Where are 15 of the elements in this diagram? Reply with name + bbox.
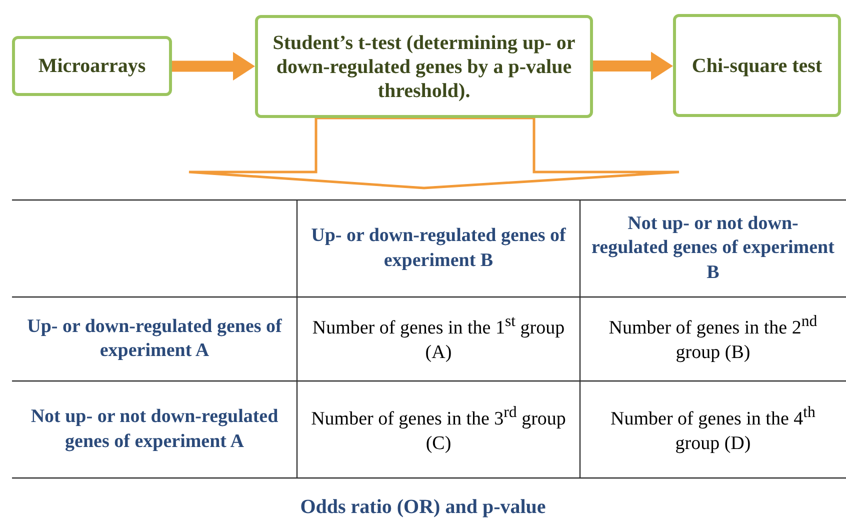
cell-text: Number of genes in the 4$^{th}$ group (D) <box>610 402 816 456</box>
arrow <box>172 52 255 81</box>
header-text: Up- or down-regulated genes of experiment B <box>310 224 567 273</box>
cell-text: Number of genes in the 3$^{rd}$ group (C) <box>310 402 567 456</box>
header-text: Not up- or not down-regulated genes of experiment A <box>30 405 280 454</box>
arrow <box>593 52 673 80</box>
header-text: Up- or down-regulated genes of experiment A <box>26 314 283 364</box>
caption: Odds ratio (OR) and p-value <box>299 496 547 519</box>
process-box: Microarrays <box>12 36 172 96</box>
process-box: Student’s t-test (determining up- or down-regulated genes by a p-value threshold). <box>255 15 593 118</box>
header-text: Not up- or not down-regulated genes of experiment B <box>590 212 836 285</box>
cell-text: Number of genes in the 1$^{st}$ group (A) <box>311 312 566 366</box>
cell-text: Number of genes in the 2$^{nd}$ group (B) <box>608 312 818 366</box>
process-box: Chi-square test <box>673 14 841 117</box>
down-arrow <box>188 116 680 190</box>
